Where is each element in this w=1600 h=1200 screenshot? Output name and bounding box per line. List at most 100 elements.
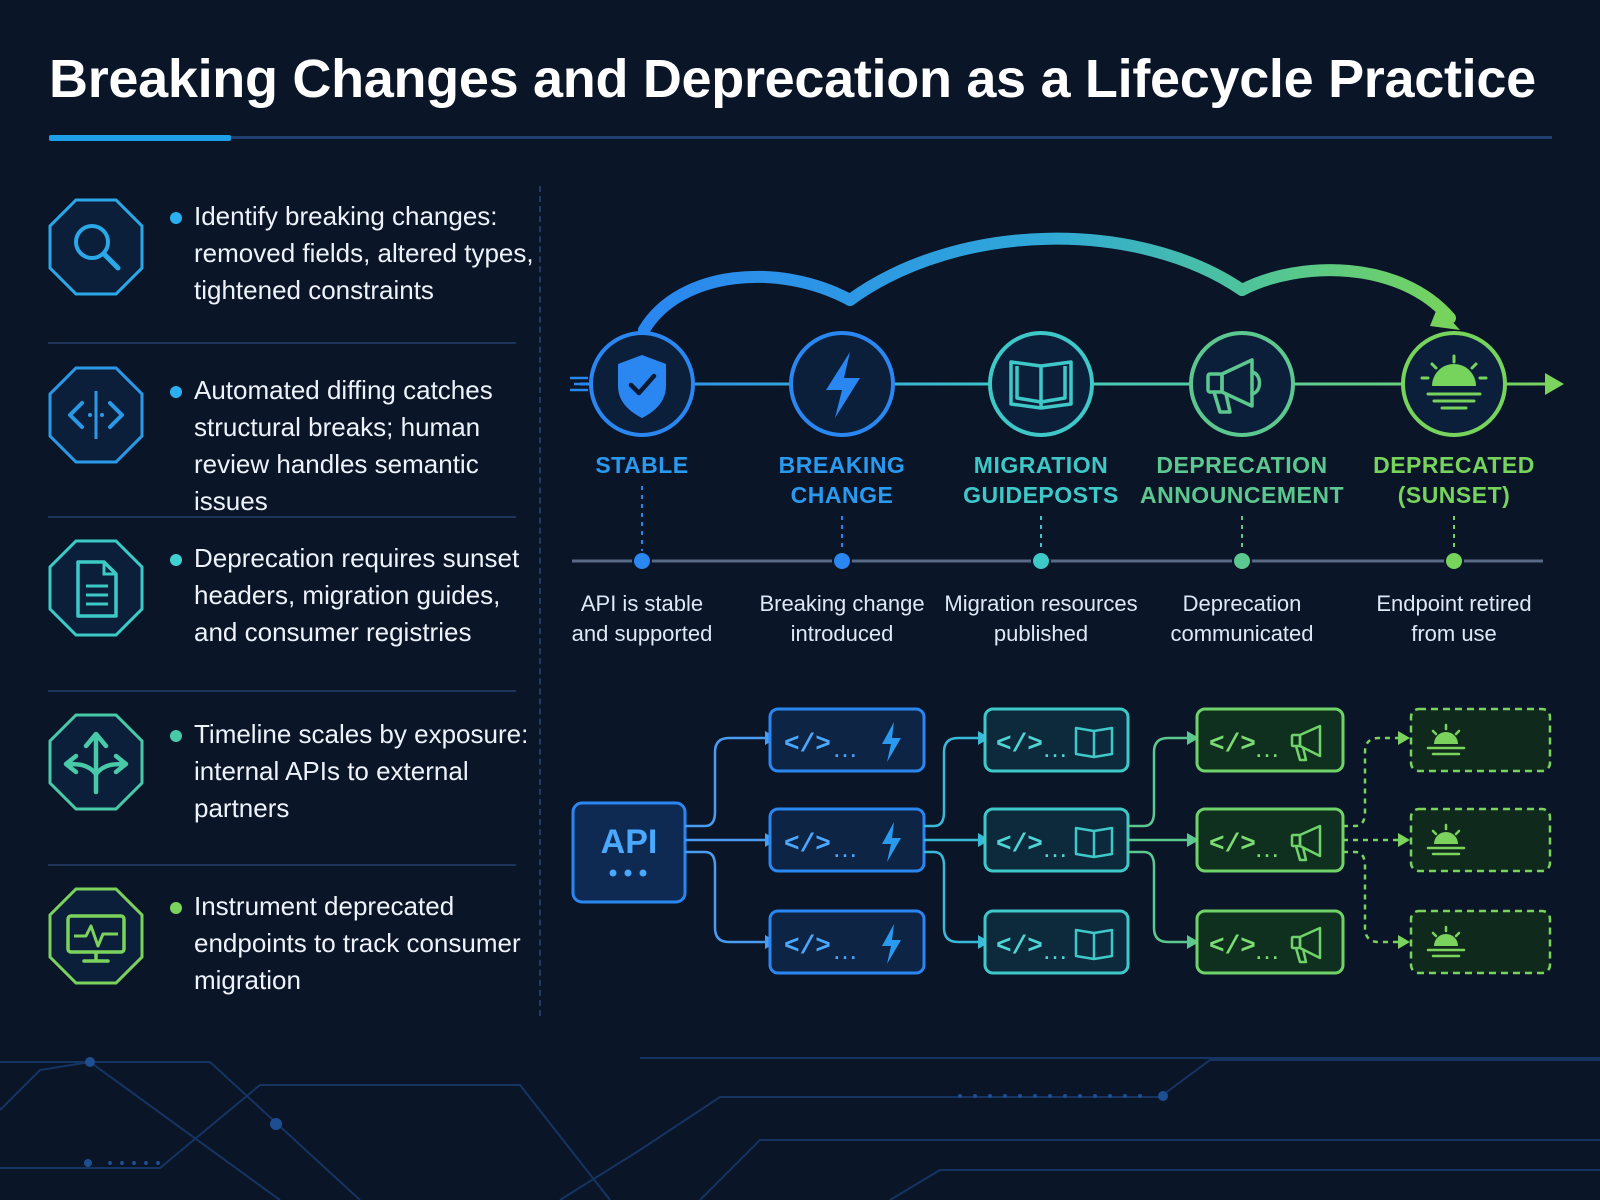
stage-deprecation-announcement xyxy=(1189,331,1295,437)
flow-box: </> … xyxy=(768,707,926,773)
stage-label: ANNOUNCEMENT xyxy=(1140,482,1344,508)
lightning-icon xyxy=(882,722,901,762)
practice-item-timeline: Timeline scales by exposure: internal AP… xyxy=(48,700,528,870)
page-title: Breaking Changes and Deprecation as a Li… xyxy=(49,49,1536,109)
flow-box xyxy=(1409,909,1552,975)
practice-text: Deprecation requires sunset headers, mig… xyxy=(194,543,520,647)
stage-label: BREAKING xyxy=(779,452,906,478)
code-icon: </> xyxy=(1209,931,1256,961)
bullet-dot xyxy=(170,212,182,224)
flow-column-sunset xyxy=(1409,707,1552,975)
flow-connectors-4 xyxy=(1343,736,1398,944)
stage-description: introduced xyxy=(791,621,894,646)
bullet-dot xyxy=(170,730,182,742)
shield-check-icon xyxy=(618,355,666,418)
code-diff-icon xyxy=(48,366,144,464)
monitor-pulse-icon xyxy=(48,887,144,985)
code-icon: </> xyxy=(1209,729,1256,759)
stage-description: Migration resources xyxy=(944,591,1137,616)
flow-box: </> … xyxy=(1195,909,1345,975)
row-divider xyxy=(48,516,516,518)
row-divider xyxy=(48,690,516,692)
stage-label: DEPRECATED xyxy=(1373,452,1535,478)
ellipsis: … xyxy=(1042,833,1068,863)
practice-text: Automated diffing catches structural bre… xyxy=(194,375,493,516)
stage-label: (SUNSET) xyxy=(1398,482,1511,508)
flow-arrowheads-3 xyxy=(1187,731,1199,949)
title-underline-accent xyxy=(49,135,231,141)
ellipsis: … xyxy=(1254,833,1280,863)
code-icon: </> xyxy=(784,729,831,759)
lifecycle-arrow-icon xyxy=(1545,373,1564,395)
document-icon xyxy=(48,539,144,637)
stage-description: Endpoint retired xyxy=(1376,591,1531,616)
bullet-dot xyxy=(170,386,182,398)
practice-text: Instrument deprecated endpoints to track… xyxy=(194,891,521,995)
practice-item-diffing: Automated diffing catches structural bre… xyxy=(48,352,518,522)
flow-connectors-api xyxy=(685,736,765,944)
practices-list: Identify breaking changes: removed field… xyxy=(48,180,534,1020)
branching-arrows-icon xyxy=(48,713,144,811)
stage-connectors xyxy=(641,486,1455,552)
sunset-icon xyxy=(1420,354,1488,410)
stage-label: MIGRATION xyxy=(974,452,1108,478)
flow-column-migration: </> … </> … </> … xyxy=(983,707,1130,975)
stage-description: and supported xyxy=(572,621,713,646)
flow-column-announcement: </> … </> … </> … xyxy=(1195,707,1345,975)
stage-stable xyxy=(589,331,695,437)
ellipsis: … xyxy=(832,833,858,863)
ellipsis: … xyxy=(1254,733,1280,763)
sunset-icon xyxy=(1426,823,1466,856)
stage-label: DEPRECATION xyxy=(1156,452,1327,478)
stage-description: communicated xyxy=(1170,621,1313,646)
flow-box: </> … xyxy=(768,807,926,873)
flow-box: </> … xyxy=(1195,807,1345,873)
flow-box: </> … xyxy=(983,807,1130,873)
ellipsis: … xyxy=(832,733,858,763)
lightning-icon xyxy=(882,924,901,964)
flow-box xyxy=(1409,707,1552,773)
stage-breaking-change xyxy=(789,331,895,437)
start-marks xyxy=(570,376,588,392)
flow-box: </> … xyxy=(1195,707,1345,773)
code-icon: </> xyxy=(996,829,1043,859)
open-book-icon xyxy=(1074,826,1114,859)
practice-item-instrument: Instrument deprecated endpoints to track… xyxy=(48,874,521,1044)
api-label: API xyxy=(601,823,658,861)
flow-box xyxy=(1409,807,1552,873)
code-icon: </> xyxy=(784,829,831,859)
title-underline xyxy=(49,136,1552,139)
flow-box: </> … xyxy=(768,909,926,975)
megaphone-icon xyxy=(1206,358,1262,414)
practice-text: Timeline scales by exposure: internal AP… xyxy=(194,719,529,823)
ellipsis: … xyxy=(1254,935,1280,965)
open-book-icon xyxy=(1074,928,1114,961)
practice-text: Identify breaking changes: removed field… xyxy=(194,201,534,305)
timeline-dots xyxy=(632,551,1464,571)
megaphone-icon xyxy=(1290,824,1322,862)
stage-label: STABLE xyxy=(595,452,688,478)
flow-box: </> … xyxy=(983,909,1130,975)
code-icon: </> xyxy=(996,931,1043,961)
flow-connectors-2 xyxy=(924,736,978,944)
code-icon: </> xyxy=(1209,829,1256,859)
ellipsis: … xyxy=(1042,935,1068,965)
arc-arrowhead-icon xyxy=(1430,306,1460,330)
code-icon: </> xyxy=(784,931,831,961)
practice-item-identify: Identify breaking changes: removed field… xyxy=(48,180,534,350)
megaphone-icon xyxy=(1290,724,1322,762)
stage-description: API is stable xyxy=(581,591,703,616)
sunset-icon xyxy=(1426,925,1466,958)
code-icon: </> xyxy=(996,729,1043,759)
stage-description: Deprecation xyxy=(1183,591,1302,616)
stage-migration xyxy=(988,331,1094,437)
panel-divider xyxy=(539,186,541,1016)
lightning-icon xyxy=(882,822,901,862)
api-source-box: API xyxy=(571,801,687,904)
ellipsis: … xyxy=(1042,733,1068,763)
stage-description: Breaking change xyxy=(759,591,924,616)
open-book-icon xyxy=(1074,726,1114,759)
stage-description: from use xyxy=(1411,621,1497,646)
flow-arrowheads-4 xyxy=(1398,731,1410,949)
